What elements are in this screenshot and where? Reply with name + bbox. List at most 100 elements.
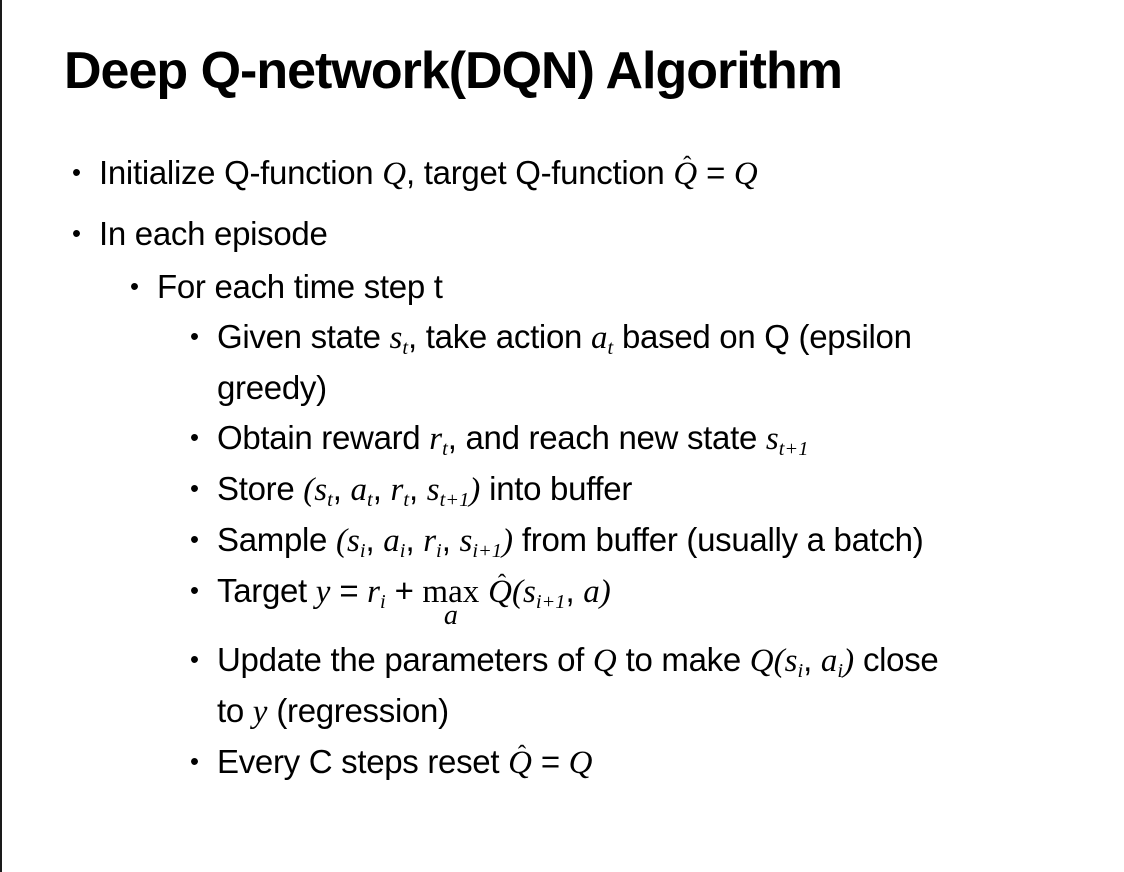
- text-segment: ,: [365, 521, 384, 558]
- bullet-marker: •: [190, 748, 199, 776]
- text-segment: to: [217, 692, 253, 729]
- max-operator-under: a: [443, 599, 458, 631]
- math-var: ): [843, 643, 855, 679]
- math-subscript: i+1: [472, 539, 503, 562]
- math-subscript: t: [442, 437, 448, 460]
- text-segment: Update the parameters of: [217, 641, 593, 678]
- text-segment: Given state: [217, 318, 390, 355]
- text-segment: In each episode: [99, 215, 328, 252]
- text-segment: ,: [441, 521, 460, 558]
- math-subscript: i: [797, 659, 804, 682]
- text-segment: based on Q (epsilon: [613, 318, 912, 355]
- text-segment: Every C steps reset: [217, 743, 509, 780]
- text-segment: ,: [803, 641, 821, 678]
- text-segment: [479, 572, 488, 609]
- text-segment: ,: [332, 470, 351, 507]
- math-var: Q: [749, 643, 774, 679]
- text-segment: (regression): [267, 692, 449, 729]
- math-var: ai: [820, 643, 844, 682]
- bullet-item: • Store (st, at, rt, st+1) into buffer: [2, 464, 1106, 515]
- bullet-marker: •: [190, 323, 199, 351]
- math-var: ): [502, 523, 514, 559]
- bullet-item: • Given state st, take action at based on…: [2, 312, 1106, 413]
- math-var: ri: [423, 523, 442, 562]
- math-subscript: i: [399, 539, 406, 562]
- text-segment: =: [330, 572, 368, 609]
- math-var: st: [314, 472, 333, 511]
- math-var: (: [335, 523, 347, 559]
- bullet-text: For each time step t: [157, 262, 443, 312]
- text-segment: to make: [616, 641, 750, 678]
- math-var: ai: [383, 523, 406, 562]
- text-segment: Store: [217, 470, 304, 507]
- math-var: (: [773, 643, 785, 679]
- text-segment: ,: [409, 470, 427, 507]
- math-var: Q: [568, 745, 593, 781]
- math-var: (: [303, 472, 315, 508]
- bullet-marker: •: [72, 220, 81, 248]
- bullet-marker: •: [130, 273, 139, 301]
- math-var: at: [350, 472, 373, 511]
- bullet-text: Obtain reward rt, and reach new state st…: [217, 413, 808, 464]
- bullet-marker: •: [190, 475, 199, 503]
- max-operator-top: max: [422, 574, 480, 610]
- bullet-marker: •: [190, 424, 199, 452]
- bullet-item: • Update the parameters of Q to make Q(si…: [2, 635, 1106, 737]
- math-subscript: i: [359, 539, 366, 562]
- bullet-marker: •: [72, 159, 81, 187]
- text-segment: Sample: [217, 521, 336, 558]
- math-subscript: i: [837, 659, 844, 682]
- math-var: ): [599, 574, 611, 610]
- math-subscript: t+1: [778, 437, 809, 460]
- math-subscript: i: [380, 590, 386, 613]
- math-var: st+1: [426, 472, 470, 511]
- math-var: (: [511, 574, 523, 610]
- math-subscript: i+1: [535, 590, 566, 613]
- bullet-item: • In each episode: [2, 209, 1106, 259]
- bullet-text: Update the parameters of Q to make Q(si,…: [217, 635, 939, 737]
- bullet-text: Given state st, take action at based on …: [217, 312, 912, 413]
- math-var: ): [469, 472, 481, 508]
- math-var: rt: [429, 421, 448, 460]
- bullet-item: •Sample (si, ai, ri, si+1) from buffer (…: [2, 515, 1106, 566]
- text-segment: , take action: [408, 318, 591, 355]
- text-segment: +: [385, 572, 423, 609]
- math-var: rt: [390, 472, 409, 511]
- bullet-marker: •: [190, 646, 199, 674]
- text-segment: greedy): [217, 369, 327, 406]
- bullet-text: Initialize Q-function Q, target Q-functi…: [99, 148, 758, 199]
- math-var: y: [252, 694, 268, 730]
- math-var: Q: [592, 643, 617, 679]
- hat-accent: ˆ: [497, 569, 507, 597]
- text-segment: =: [531, 743, 569, 780]
- slide-title: Deep Q-network(DQN) Algorithm: [64, 42, 843, 100]
- math-subscript: t: [402, 336, 409, 359]
- text-segment: For each time step t: [157, 268, 443, 305]
- bullet-item: • For each time step t: [2, 262, 1106, 312]
- bullet-text: Sample (si, ai, ri, si+1) from buffer (u…: [217, 515, 924, 566]
- math-var: y: [315, 574, 331, 610]
- text-segment: , target Q-function: [406, 154, 674, 191]
- hat-accent: ˆ: [517, 740, 527, 768]
- text-segment: ,: [405, 521, 424, 558]
- text-segment: Initialize Q-function: [99, 154, 383, 191]
- bullet-text: Store (st, at, rt, st+1) into buffer: [217, 464, 632, 515]
- math-var: si+1: [522, 574, 566, 613]
- math-var: si: [346, 523, 366, 562]
- math-var: a: [583, 574, 600, 610]
- math-subscript: t: [607, 336, 614, 359]
- hat-accent: ˆ: [683, 151, 692, 179]
- math-var: si+1: [459, 523, 503, 562]
- math-var: Q: [382, 156, 407, 192]
